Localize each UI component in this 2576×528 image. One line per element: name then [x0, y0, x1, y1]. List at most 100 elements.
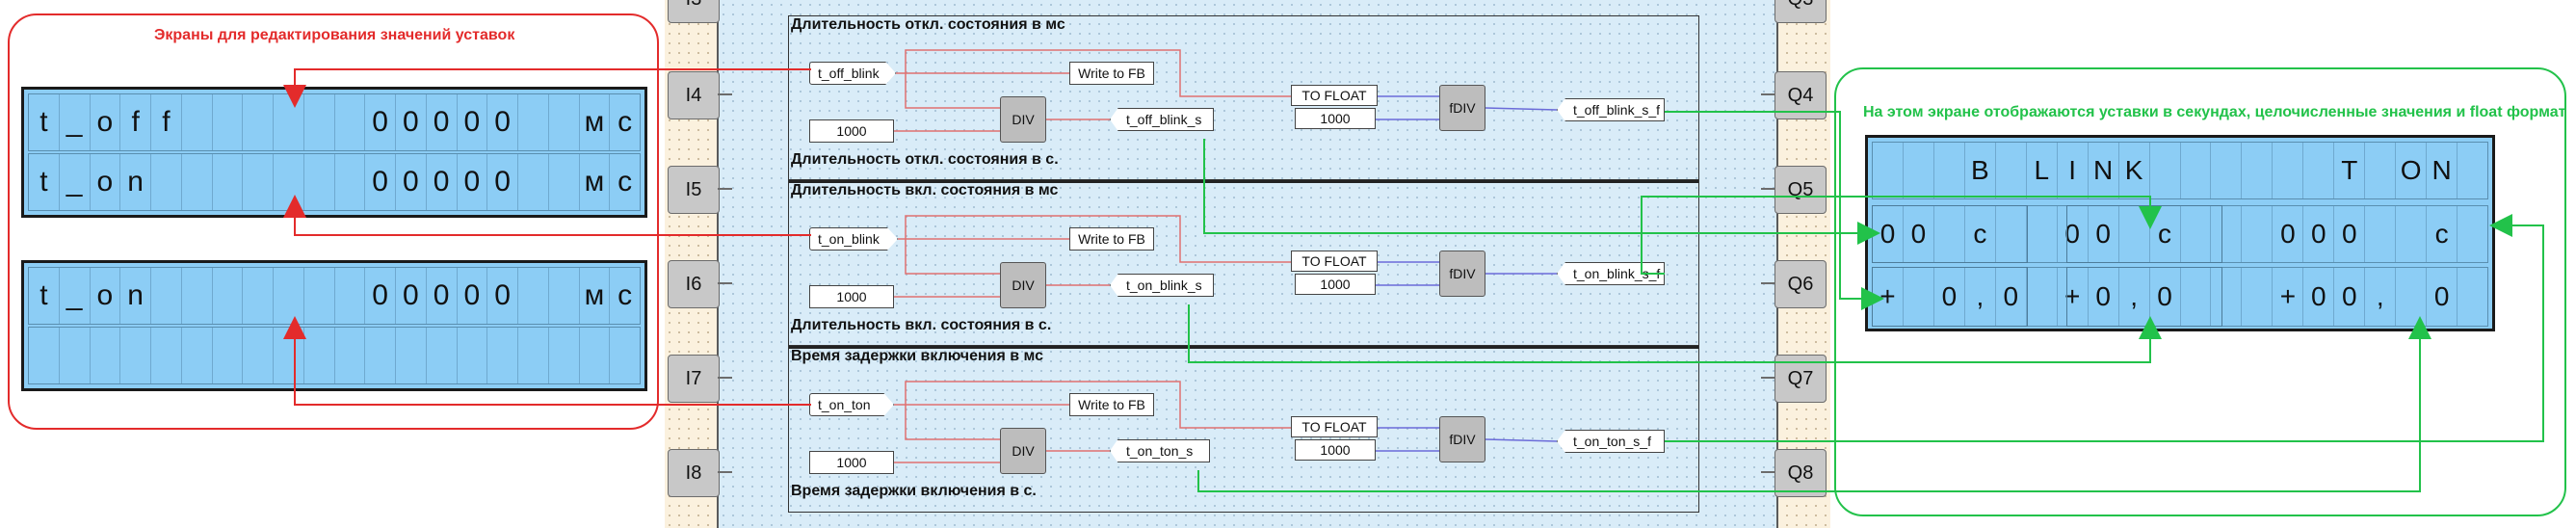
div-block[interactable]: DIV: [1000, 262, 1046, 308]
lcd-cell: t: [29, 154, 60, 210]
lcd-cell: 0: [427, 154, 458, 210]
constant-block[interactable]: 1000: [809, 451, 894, 474]
lcd-cell: [182, 268, 213, 324]
output-pin-q6[interactable]: Q6: [1774, 260, 1827, 308]
section-title: Время задержки включения в мс: [791, 348, 1044, 364]
input-pin-i4[interactable]: I4: [668, 71, 720, 119]
lcd-cell: 0: [458, 268, 488, 324]
lcd-cell: [2396, 206, 2428, 262]
lcd-cell: [274, 328, 304, 383]
lcd-cell: [487, 328, 518, 383]
input-pin-i5[interactable]: I5: [668, 166, 720, 214]
tag-label: t_on_blink_s: [1126, 277, 1202, 293]
lcd-field-box: [2066, 267, 2222, 327]
write-to-fb-block[interactable]: Write to FB: [1069, 62, 1154, 85]
lcd-cell: [182, 328, 213, 383]
lcd-cell: o: [91, 94, 121, 150]
lcd-cell: [151, 328, 182, 383]
fdiv-block[interactable]: fDIV: [1439, 85, 1485, 131]
constant-value: 1000: [836, 123, 867, 139]
lcd-cell: [304, 268, 335, 324]
block-label: fDIV: [1449, 432, 1476, 447]
constant-block[interactable]: 1000: [809, 119, 894, 143]
tag-label: t_off_blink: [818, 66, 880, 81]
write-to-fb-block[interactable]: Write to FB: [1069, 227, 1154, 251]
section-subtitle: Длительность откл. состояния в с.: [791, 151, 1059, 168]
lcd-cell: 0: [427, 268, 458, 324]
output-tag-t-off-blink-s-f[interactable]: t_off_blink_s_f: [1557, 98, 1665, 121]
tag-label: t_off_blink_s: [1126, 112, 1202, 127]
div-output-tag[interactable]: t_off_blink_s: [1110, 108, 1214, 131]
input-tag-t-on-blink[interactable]: t_on_blink: [809, 227, 898, 251]
lcd-cell: м: [580, 268, 611, 324]
lcd-field-box: [1872, 267, 2028, 327]
lcd-cell: [396, 328, 427, 383]
input-pin-i3[interactable]: I3: [668, 0, 720, 23]
block-label: fDIV: [1449, 100, 1476, 116]
input-tag-t-on-ton[interactable]: t_on_ton: [809, 393, 894, 416]
input-pin-i6[interactable]: I6: [668, 260, 720, 308]
tag-label: t_on_blink_s_f: [1573, 266, 1661, 281]
lcd-cell: [274, 154, 304, 210]
div-output-tag[interactable]: t_on_blink_s: [1110, 274, 1214, 297]
lcd-cell: f: [120, 94, 151, 150]
to-float-block[interactable]: TO FLOAT: [1291, 416, 1378, 437]
block-label: DIV: [1012, 277, 1035, 293]
to-float-block[interactable]: TO FLOAT: [1291, 85, 1378, 106]
section-subtitle: Время задержки включения в с.: [791, 483, 1037, 499]
output-tag-t-on-ton-s-f[interactable]: t_on_ton_s_f: [1557, 430, 1665, 453]
block-label: DIV: [1012, 443, 1035, 459]
div-output-tag[interactable]: t_on_ton_s: [1110, 439, 1210, 462]
tag-label: t_on_blink: [818, 231, 880, 247]
lcd-cell: [518, 268, 549, 324]
lcd-cell: [365, 328, 396, 383]
lcd-cell: [518, 154, 549, 210]
output-pin-q4[interactable]: Q4: [1774, 71, 1827, 119]
input-pin-i7[interactable]: I7: [668, 355, 720, 403]
pin-label: I5: [685, 178, 702, 200]
lcd-cell: [2365, 143, 2397, 198]
section-title: Длительность вкл. состояния в мс: [791, 182, 1059, 198]
constant-block[interactable]: 1000: [1295, 439, 1376, 461]
lcd-cell: 0: [487, 94, 518, 150]
output-tag-t-on-blink-s-f[interactable]: t_on_blink_s_f: [1557, 262, 1665, 285]
lcd-cell: [2242, 143, 2274, 198]
fdiv-block[interactable]: fDIV: [1439, 416, 1485, 462]
constant-value: 1000: [1320, 442, 1351, 458]
constant-block[interactable]: 1000: [1295, 108, 1376, 129]
div-block[interactable]: DIV: [1000, 96, 1046, 143]
constant-block[interactable]: 1000: [1295, 274, 1376, 295]
lcd-cell: I: [2058, 143, 2089, 198]
output-pin-q8[interactable]: Q8: [1774, 449, 1827, 497]
lcd-cell: [274, 268, 304, 324]
div-block[interactable]: DIV: [1000, 428, 1046, 474]
lcd-cell: 0: [458, 94, 488, 150]
write-to-fb-block[interactable]: Write to FB: [1069, 393, 1154, 416]
lcd-cell: [243, 94, 274, 150]
pin-label: I3: [686, 0, 702, 11]
lcd-cell: [518, 94, 549, 150]
lcd-cell: [120, 328, 151, 383]
output-pin-q3[interactable]: Q3: [1774, 0, 1827, 23]
lcd-cell: [335, 94, 366, 150]
block-label: Write to FB: [1078, 231, 1145, 247]
block-label: Write to FB: [1078, 397, 1145, 412]
lcd-cell: 0: [2427, 268, 2458, 326]
fdiv-block[interactable]: fDIV: [1439, 251, 1485, 297]
constant-block[interactable]: 1000: [809, 285, 894, 308]
input-tag-t-off-blink[interactable]: t_off_blink: [809, 62, 896, 85]
to-float-block[interactable]: TO FLOAT: [1291, 251, 1378, 272]
lcd-cell: 0: [458, 154, 488, 210]
lcd-cell: [213, 94, 244, 150]
lcd-cell: [2242, 268, 2274, 326]
output-pin-q7[interactable]: Q7: [1774, 355, 1827, 403]
pin-label: Q7: [1787, 367, 1814, 389]
block-label: DIV: [1012, 112, 1035, 127]
output-pin-q5[interactable]: Q5: [1774, 166, 1827, 214]
lcd-cell: 0: [487, 154, 518, 210]
pin-label: I7: [685, 367, 702, 389]
input-pin-i8[interactable]: I8: [668, 449, 720, 497]
